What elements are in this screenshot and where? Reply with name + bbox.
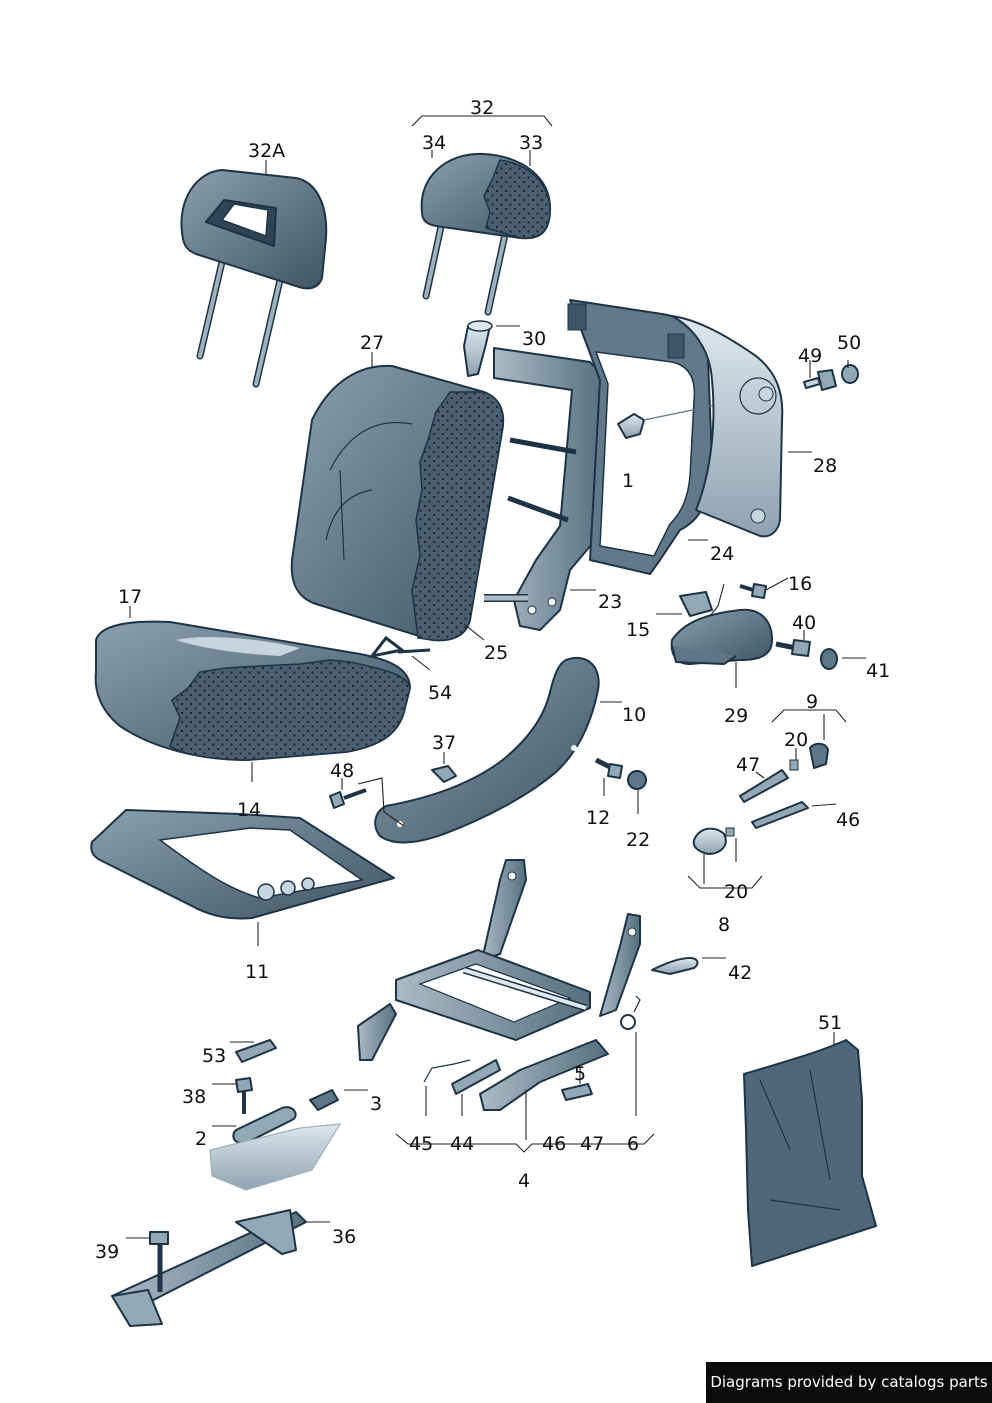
label-54: 54 (428, 682, 452, 704)
label-24: 24 (710, 543, 734, 565)
seat-cushion-17[interactable] (94, 620, 411, 761)
slide-44[interactable] (451, 1059, 501, 1095)
backrest-cushion-27[interactable] (290, 364, 505, 642)
label-5: 5 (574, 1063, 586, 1085)
label-39: 39 (95, 1241, 119, 1263)
label-36: 36 (332, 1226, 356, 1248)
label-51: 51 (818, 1012, 842, 1034)
cover-3[interactable] (309, 1089, 339, 1111)
label-25: 25 (484, 642, 508, 664)
backrest-shell-24[interactable] (567, 299, 713, 575)
seat-base-frame-4[interactable] (357, 859, 641, 1111)
label-38: 38 (182, 1086, 206, 1108)
label-16: 16 (788, 573, 812, 595)
label-34: 34 (422, 132, 446, 154)
headrest-32a[interactable] (180, 169, 328, 388)
label-37: 37 (432, 732, 456, 754)
label-49: 49 (798, 345, 822, 367)
bushing-5[interactable] (561, 1083, 593, 1101)
screw-12[interactable] (594, 757, 623, 779)
label-46-bottom: 46 (542, 1133, 566, 1155)
label-3: 3 (370, 1093, 382, 1115)
bag-51[interactable] (743, 1039, 877, 1267)
label-29: 29 (724, 705, 748, 727)
label-45: 45 (409, 1133, 433, 1155)
label-20-top: 20 (784, 729, 808, 751)
label-47-top: 47 (736, 754, 760, 776)
spring-45[interactable] (423, 1059, 471, 1083)
label-14: 14 (237, 799, 261, 821)
label-12: 12 (586, 807, 610, 829)
screw-16[interactable] (709, 583, 767, 617)
label-53: 53 (202, 1045, 226, 1067)
label-30: 30 (522, 328, 546, 350)
label-9: 9 (806, 691, 818, 713)
clip-53[interactable] (235, 1039, 277, 1063)
bracket-15[interactable] (679, 591, 713, 617)
label-47-bottom: 47 (580, 1133, 604, 1155)
label-11: 11 (245, 961, 269, 983)
label-4: 4 (518, 1170, 530, 1192)
spring-6[interactable] (620, 995, 641, 1030)
rear-panel-28[interactable] (671, 315, 784, 538)
label-42: 42 (728, 962, 752, 984)
label-32a: 32A (248, 140, 285, 162)
backrest-frame-23[interactable] (484, 347, 605, 631)
screw-38[interactable] (235, 1077, 253, 1114)
label-32: 32 (470, 97, 494, 119)
label-41: 41 (866, 660, 890, 682)
headrest-32[interactable] (420, 152, 552, 316)
handle-29[interactable] (670, 608, 773, 665)
label-6: 6 (627, 1133, 639, 1155)
label-44: 44 (450, 1133, 474, 1155)
label-23: 23 (598, 591, 622, 613)
label-17: 17 (118, 586, 142, 608)
label-46-top: 46 (836, 809, 860, 831)
cap-41[interactable] (820, 648, 838, 670)
label-33: 33 (519, 132, 543, 154)
ring-54[interactable] (368, 635, 431, 659)
label-8: 8 (718, 914, 730, 936)
leader-lines (126, 115, 866, 1239)
seat-rail-36[interactable] (111, 1209, 307, 1327)
guide-sleeve-30[interactable] (463, 320, 493, 377)
label-20-bottom: 20 (724, 881, 748, 903)
cap-50[interactable] (841, 364, 859, 384)
label-15: 15 (626, 619, 650, 641)
label-40: 40 (792, 612, 816, 634)
callout-labels: 32 32A 34 33 30 27 49 50 1 28 24 16 17 2… (95, 97, 890, 1263)
screw-48[interactable] (329, 777, 405, 827)
cap-22[interactable] (627, 770, 647, 790)
label-1: 1 (622, 470, 634, 492)
footer-credit-text: Diagrams provided by catalogs parts (710, 1373, 988, 1391)
label-28: 28 (813, 455, 837, 477)
screw-49[interactable] (803, 369, 837, 391)
clip-37[interactable] (431, 765, 457, 783)
label-10: 10 (622, 704, 646, 726)
label-22: 22 (626, 829, 650, 851)
carrier-2[interactable] (209, 1106, 342, 1191)
label-48: 48 (330, 760, 354, 782)
footer-credit: Diagrams provided by catalogs parts (706, 1362, 992, 1403)
lever-42[interactable] (651, 957, 699, 975)
seat-tray-11[interactable] (90, 809, 395, 920)
label-2: 2 (195, 1128, 207, 1150)
bolt-40[interactable] (775, 639, 811, 657)
label-50: 50 (837, 332, 861, 354)
label-27: 27 (360, 332, 384, 354)
lever-group-8[interactable] (692, 742, 829, 855)
